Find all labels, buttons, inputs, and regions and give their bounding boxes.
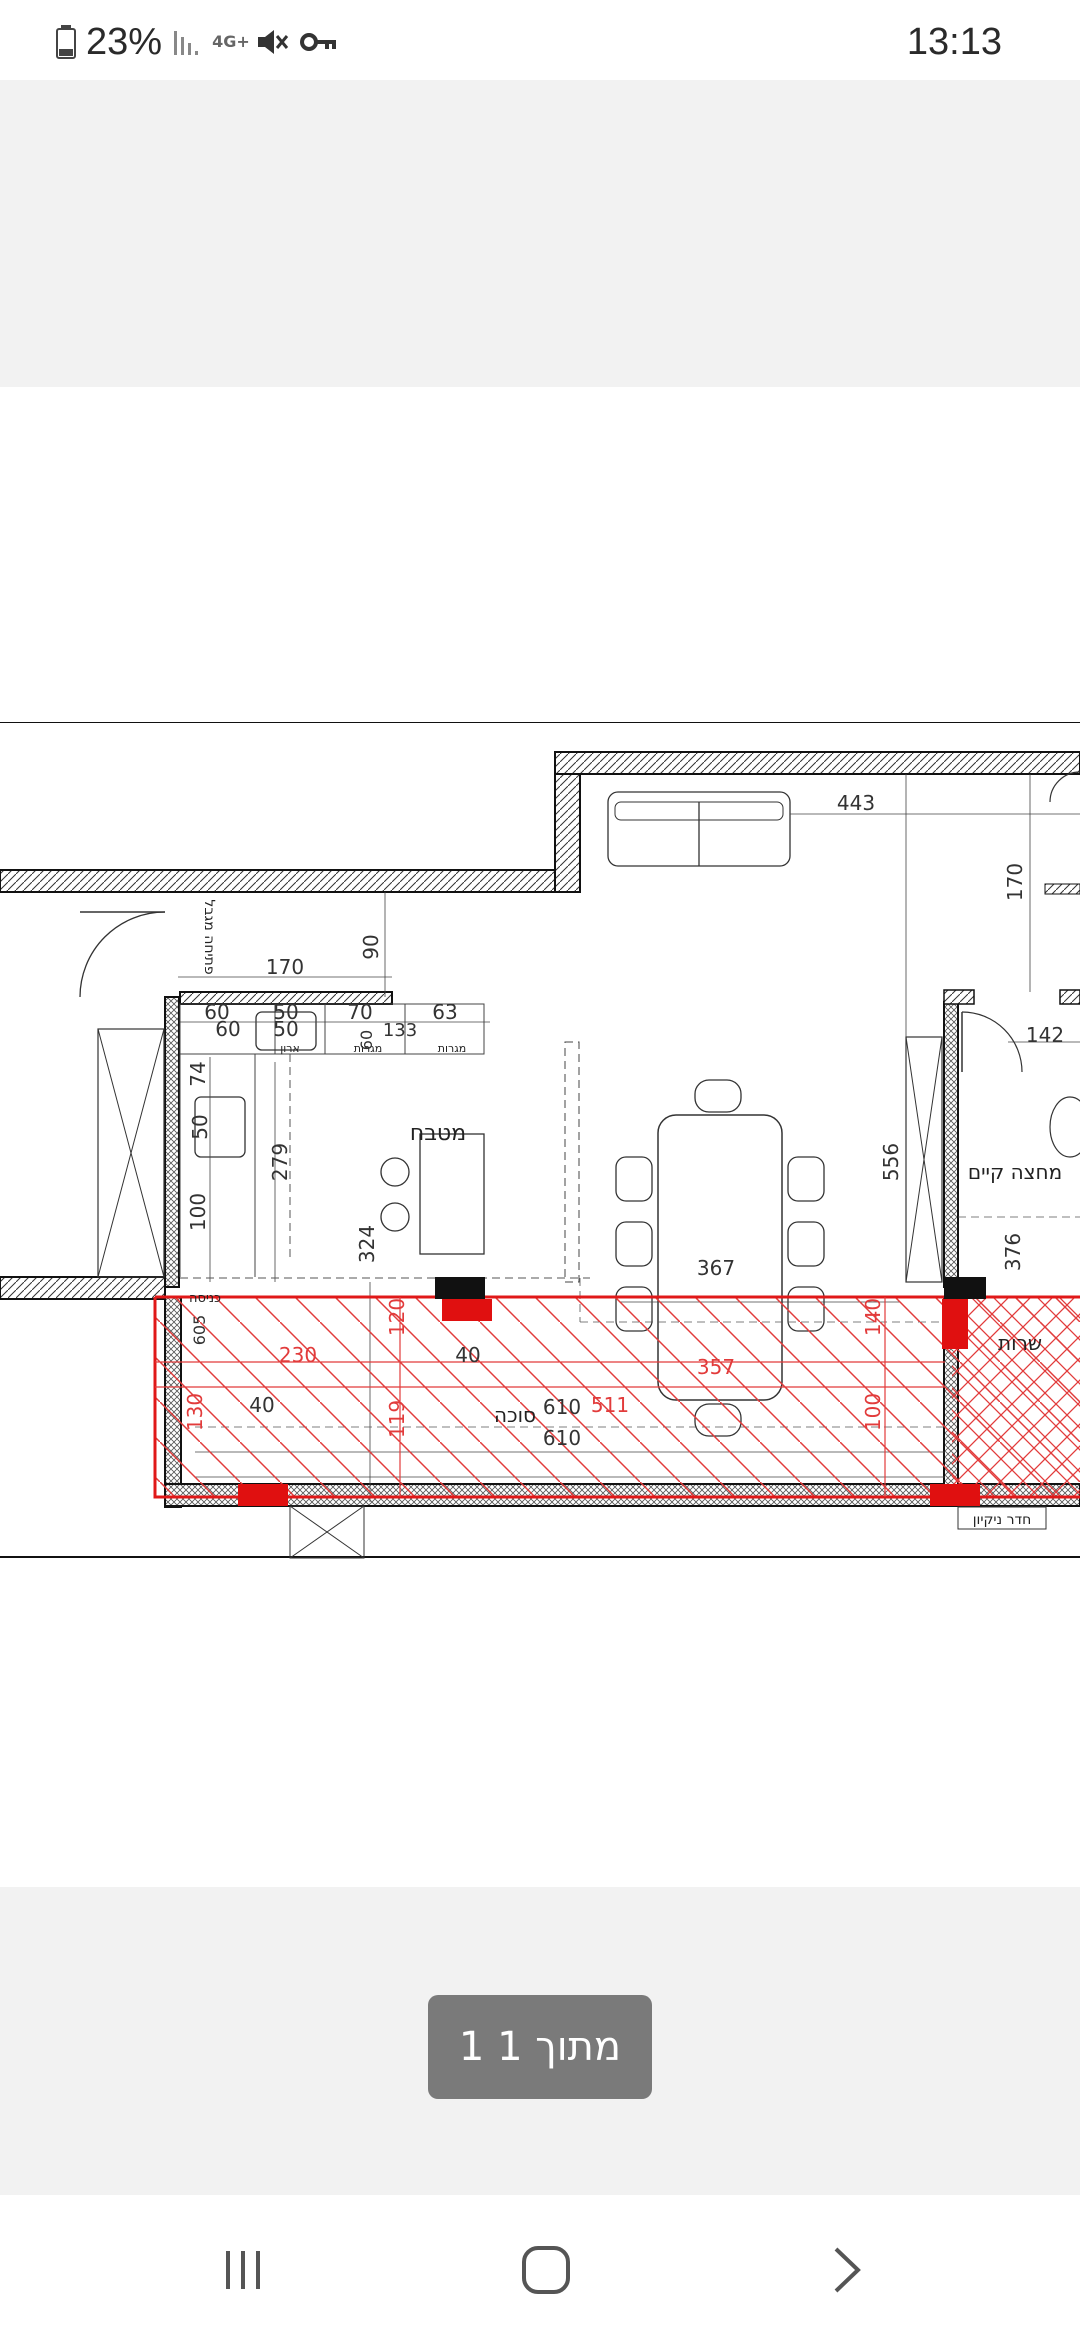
dim-119: 119 (385, 1400, 409, 1438)
top-margin-area (0, 80, 1080, 387)
dim-610-b: 610 (543, 1426, 581, 1450)
dim-50-a: 50 (273, 1000, 298, 1024)
dim-140: 140 (861, 1298, 885, 1336)
vpn-key-icon (300, 33, 337, 51)
dim-170-top: 170 (266, 955, 304, 979)
dim-50-c: 50 (188, 1114, 212, 1139)
dim-357: 357 (697, 1355, 735, 1379)
status-bar: 23% 4G+ 13:13 (0, 0, 1080, 80)
dim-610-a: 610 (543, 1395, 581, 1419)
network-type: 4G+ (212, 32, 250, 51)
dim-100-b: 100 (861, 1393, 885, 1431)
dim-90: 90 (359, 934, 383, 959)
dim-170-right: 170 (1003, 863, 1027, 901)
dim-63: 63 (432, 1000, 457, 1024)
dim-130: 130 (183, 1393, 207, 1431)
dim-556: 556 (879, 1143, 903, 1181)
label-opening: פתיחה מגבל (201, 899, 217, 974)
dim-120: 120 (385, 1298, 409, 1336)
label-existing: מחצה קיים (968, 1160, 1062, 1184)
dim-60-c: 60 (357, 1030, 376, 1050)
dim-50-b: 50 (273, 1017, 298, 1041)
page-indicator-text: 1 מתוך 1 (458, 2024, 622, 2070)
dim-100-a: 100 (186, 1193, 210, 1231)
dim-40-b: 40 (249, 1393, 274, 1417)
label-entrance: כניסה (189, 1291, 221, 1306)
dim-511: 511 (591, 1393, 629, 1417)
chevron-right-icon (834, 2247, 861, 2293)
signal-icon (174, 31, 199, 55)
dim-324: 324 (355, 1225, 379, 1263)
home-icon (522, 2246, 570, 2294)
document-viewer[interactable]: מטבח סוכה מחצה קיים שרות חדר ניקיון ארון… (0, 387, 1080, 1887)
navigation-bar (0, 2195, 1080, 2340)
dim-133: 133 (383, 1020, 417, 1041)
dim-376: 376 (1001, 1233, 1025, 1271)
label-drawers-2: מגרות (438, 1042, 466, 1055)
status-right: 13:13 (906, 20, 1002, 63)
battery-icon (56, 25, 76, 59)
dim-142: 142 (1026, 1023, 1064, 1047)
page-indicator: 1 מתוך 1 (428, 1995, 652, 2099)
dim-70: 70 (347, 1000, 372, 1024)
dim-60-a: 60 (204, 1000, 229, 1024)
dim-443: 443 (837, 791, 875, 815)
battery-percent: 23% (86, 20, 163, 63)
clock: 13:13 (906, 20, 1002, 63)
dim-279: 279 (268, 1143, 292, 1181)
dim-605: 605 (190, 1315, 209, 1346)
label-service: שרות (998, 1331, 1042, 1355)
floor-plan-drawing: מטבח סוכה מחצה קיים שרות חדר ניקיון ארון… (0, 722, 1080, 1559)
label-balcony: סוכה (494, 1403, 536, 1427)
recents-button[interactable] (203, 2235, 283, 2305)
status-left: 23% 4G+ (56, 20, 338, 64)
recents-icon (226, 2251, 260, 2289)
dim-230: 230 (279, 1343, 317, 1367)
dim-367: 367 (697, 1256, 735, 1280)
dim-40-a: 40 (455, 1343, 480, 1367)
back-button[interactable] (806, 2235, 886, 2305)
mute-icon (258, 30, 289, 54)
dim-74: 74 (186, 1061, 210, 1086)
home-button[interactable] (506, 2235, 586, 2305)
label-cabinet: ארון (280, 1042, 300, 1055)
dim-60-b: 60 (215, 1017, 240, 1041)
label-drawers-1: מגרות (354, 1042, 382, 1055)
label-cleaning: חדר ניקיון (973, 1512, 1032, 1528)
label-kitchen: מטבח (410, 1121, 466, 1146)
